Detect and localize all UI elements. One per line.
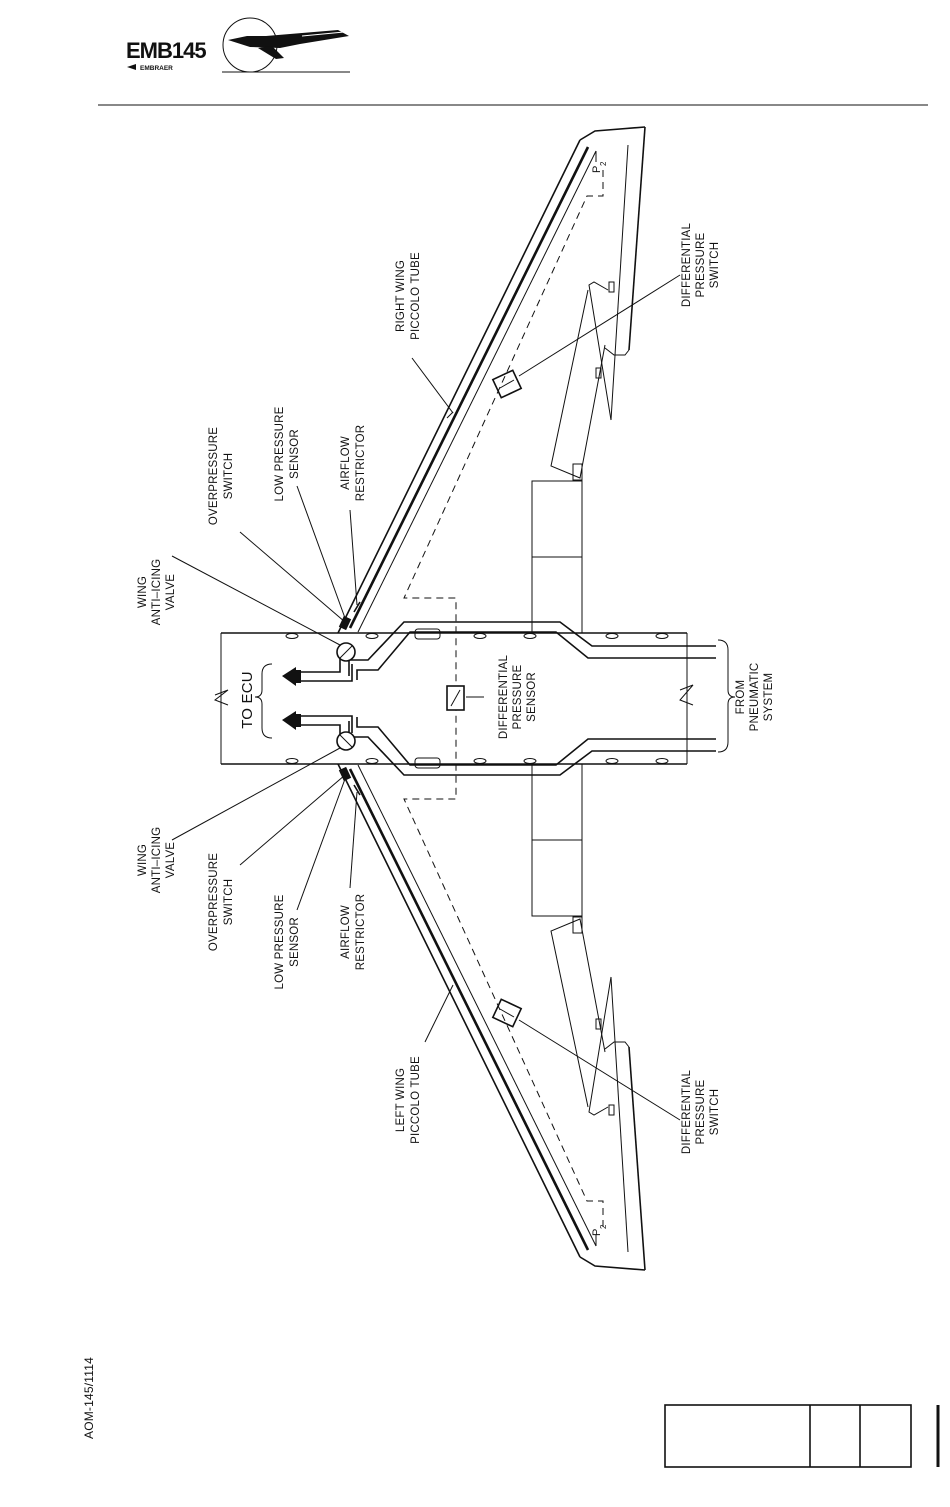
svg-text:PRESSURE: PRESSURE bbox=[695, 1079, 707, 1144]
svg-text:LOW PRESSURE: LOW PRESSURE bbox=[274, 406, 286, 501]
right-wing-anti-icing-valve bbox=[336, 642, 356, 662]
left-diff-switch-label: DIFFERENTIAL PRESSURE SWITCH bbox=[681, 1070, 721, 1155]
svg-text:SWITCH: SWITCH bbox=[223, 879, 235, 926]
svg-text:OVERPRESSURE: OVERPRESSURE bbox=[208, 853, 220, 951]
svg-text:RESTRICTOR: RESTRICTOR bbox=[355, 425, 367, 502]
left-airflow-restrictor bbox=[353, 784, 361, 796]
svg-text:SWITCH: SWITCH bbox=[223, 453, 235, 500]
svg-text:SWITCH: SWITCH bbox=[709, 1089, 721, 1136]
svg-text:SYSTEM: SYSTEM bbox=[763, 673, 775, 722]
svg-text:PRESSURE: PRESSURE bbox=[512, 664, 524, 729]
svg-text:VALVE: VALVE bbox=[165, 842, 177, 878]
left-wing-piccolo-tube bbox=[348, 764, 597, 1251]
svg-text:SENSOR: SENSOR bbox=[526, 672, 538, 722]
svg-text:2: 2 bbox=[599, 1224, 608, 1229]
revision-box bbox=[664, 1404, 940, 1468]
svg-text:AIRFLOW: AIRFLOW bbox=[340, 905, 352, 959]
svg-text:TO ECU: TO ECU bbox=[239, 671, 256, 729]
leader-lines bbox=[171, 274, 681, 1121]
left-overpressure-switch bbox=[338, 766, 352, 782]
svg-text:PICCOLO TUBE: PICCOLO TUBE bbox=[410, 1056, 422, 1144]
svg-text:LOW PRESSURE: LOW PRESSURE bbox=[274, 894, 286, 989]
right-wing-piccolo-tube bbox=[348, 146, 597, 633]
pneumatic-label: FROM PNEUMATIC SYSTEM bbox=[735, 663, 775, 732]
svg-text:SWITCH: SWITCH bbox=[709, 242, 721, 289]
right-differential-pressure-switch bbox=[491, 369, 523, 399]
left-valve-label: WING ANTI–ICING VALVE bbox=[137, 827, 177, 894]
svg-text:SENSOR: SENSOR bbox=[289, 917, 301, 967]
left-overpressure-label: OVERPRESSURE SWITCH bbox=[208, 853, 235, 951]
left-wing-anti-icing-valve bbox=[336, 731, 356, 751]
p2-label: P bbox=[591, 166, 603, 173]
right-p2-marker: P 2 bbox=[591, 161, 608, 173]
right-overpressure-switch bbox=[338, 615, 352, 631]
right-diff-switch-label: DIFFERENTIAL PRESSURE SWITCH bbox=[681, 223, 721, 308]
left-low-pressure-label: LOW PRESSURE SENSOR bbox=[274, 894, 301, 989]
svg-text:AOM-145/1114: AOM-145/1114 bbox=[82, 1357, 96, 1439]
differential-pressure-sensor bbox=[446, 685, 465, 711]
svg-text:RIGHT WING: RIGHT WING bbox=[395, 260, 407, 332]
svg-text:WING: WING bbox=[137, 576, 149, 608]
diff-sensor-label: DIFFERENTIAL PRESSURE SENSOR bbox=[498, 655, 538, 740]
svg-text:2: 2 bbox=[599, 161, 608, 166]
to-ecu-arrow-icon bbox=[282, 711, 296, 730]
svg-text:PRESSURE: PRESSURE bbox=[695, 232, 707, 297]
left-airflow-label: AIRFLOW RESTRICTOR bbox=[340, 894, 367, 971]
svg-text:ANTI–ICING: ANTI–ICING bbox=[151, 827, 163, 894]
right-airflow-label: AIRFLOW RESTRICTOR bbox=[340, 425, 367, 502]
svg-text:VALVE: VALVE bbox=[165, 574, 177, 610]
svg-text:DIFFERENTIAL: DIFFERENTIAL bbox=[681, 223, 693, 308]
emb145-logo: EMB145 EMBRAER bbox=[126, 17, 350, 73]
logo-maker-text: EMBRAER bbox=[140, 65, 173, 72]
to-ecu-arrow-icon bbox=[282, 667, 296, 686]
to-ecu-brace bbox=[254, 663, 273, 739]
svg-text:PICCOLO TUBE: PICCOLO TUBE bbox=[410, 252, 422, 340]
svg-text:LEFT WING: LEFT WING bbox=[395, 1068, 407, 1132]
logo-arrow-icon bbox=[127, 64, 136, 70]
svg-text:ANTI–ICING: ANTI–ICING bbox=[151, 559, 163, 626]
svg-text:SENSOR: SENSOR bbox=[289, 429, 301, 479]
right-piccolo-label: RIGHT WING PICCOLO TUBE bbox=[395, 252, 422, 340]
left-p2-marker: P 2 bbox=[591, 1224, 608, 1236]
right-low-pressure-label: LOW PRESSURE SENSOR bbox=[274, 406, 301, 501]
right-airflow-restrictor bbox=[353, 601, 361, 613]
to-ecu-label: TO ECU bbox=[239, 671, 256, 729]
svg-text:DIFFERENTIAL: DIFFERENTIAL bbox=[498, 655, 510, 740]
svg-text:PNEUMATIC: PNEUMATIC bbox=[749, 663, 761, 732]
left-piccolo-label: LEFT WING PICCOLO TUBE bbox=[395, 1056, 422, 1144]
doc-code-label: AOM-145/1114 bbox=[82, 1357, 96, 1439]
svg-text:AIRFLOW: AIRFLOW bbox=[340, 436, 352, 490]
left-differential-pressure-switch bbox=[491, 998, 523, 1028]
pneumatic-brace bbox=[717, 639, 736, 753]
svg-text:FROM: FROM bbox=[735, 680, 747, 715]
fuselage bbox=[213, 628, 694, 769]
right-wing bbox=[337, 126, 646, 634]
airplane-icon bbox=[228, 30, 349, 48]
right-valve-label: WING ANTI–ICING VALVE bbox=[137, 559, 177, 626]
svg-text:DIFFERENTIAL: DIFFERENTIAL bbox=[681, 1070, 693, 1155]
right-overpressure-label: OVERPRESSURE SWITCH bbox=[208, 427, 235, 525]
svg-text:RESTRICTOR: RESTRICTOR bbox=[355, 894, 367, 971]
p2-label: P bbox=[591, 1229, 603, 1236]
svg-text:WING: WING bbox=[137, 844, 149, 876]
logo-model-text: EMB145 bbox=[126, 38, 206, 63]
svg-text:OVERPRESSURE: OVERPRESSURE bbox=[208, 427, 220, 525]
